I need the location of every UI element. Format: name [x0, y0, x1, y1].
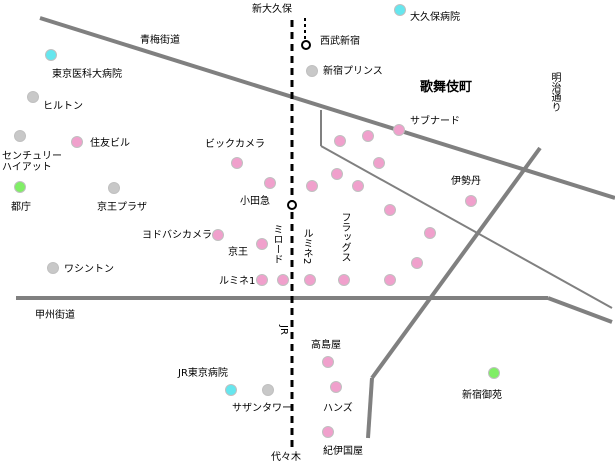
kabukicho-shop-2: [362, 130, 374, 142]
hilton-label: ヒルトン: [43, 101, 83, 112]
shop-marker-f: [384, 204, 396, 216]
jr-tokyo-hospital-label: JR東京病院: [178, 368, 228, 379]
century-hyatt-label-2: ハイアット: [2, 162, 52, 173]
meiji-dori-road-south: [366, 377, 374, 439]
lumine1-marker-b: [277, 274, 289, 286]
southern-tower-label: サザンタワー: [232, 403, 292, 414]
sumitomo-bldg-label: 住友ビル: [90, 138, 130, 149]
century-hyatt-marker: [14, 130, 26, 142]
shinjuku-prince-label: 新宿プリンス: [323, 66, 383, 77]
shop-marker-a: [264, 177, 276, 189]
hilton-marker: [27, 91, 39, 103]
okubo-hospital-label: 大久保病院: [410, 12, 460, 23]
yodobashi-marker: [212, 229, 224, 241]
flags-label: フラッグス: [339, 212, 350, 262]
kabukicho-diagonal-street: [320, 145, 613, 309]
okubo-hospital-marker: [394, 4, 406, 16]
takashimaya-label: 高島屋: [311, 340, 341, 351]
shop-marker-h: [411, 257, 423, 269]
washington-label: ワシントン: [64, 264, 114, 275]
kinokuniya-marker: [322, 426, 334, 438]
isetan-marker: [465, 195, 477, 207]
odakyu-station-marker: [287, 200, 297, 210]
shin-okubo-label: 新大久保: [252, 4, 292, 15]
ome-kaido-label: 青梅街道: [140, 35, 180, 46]
kinokuniya-label: 紀伊国屋: [323, 446, 363, 457]
lumine1-label: ルミネ1: [219, 276, 256, 287]
jr-label: JR: [278, 325, 289, 335]
bic-camera-label: ビックカメラ: [205, 139, 265, 150]
tocho-marker: [14, 181, 26, 193]
seibu-shinjuku-station-marker: [301, 40, 311, 50]
kabukicho-shop-3: [373, 157, 385, 169]
yodobashi-label: ヨドバシカメラ: [142, 230, 212, 241]
keio-label: 京王: [228, 247, 248, 258]
tokyo-medical-univ-marker: [45, 49, 57, 61]
shop-marker-g: [424, 227, 436, 239]
sumitomo-bldg-marker: [71, 136, 83, 148]
koshu-kaido-label: 甲州街道: [35, 310, 75, 321]
tocho-label: 都庁: [11, 202, 31, 213]
shop-marker-b: [384, 274, 396, 286]
lumine2-marker: [304, 274, 316, 286]
hands-label: ハンズ: [323, 403, 353, 414]
shop-marker-e: [352, 180, 364, 192]
jr-tokyo-hospital-marker: [225, 384, 237, 396]
hands-marker: [330, 381, 342, 393]
shinjuku-prince-marker: [306, 65, 318, 77]
washington-marker: [47, 262, 59, 274]
shop-marker-d: [331, 168, 343, 180]
keio-plaza-label: 京王プラザ: [97, 202, 147, 213]
odakyu-label: 小田急: [240, 196, 270, 207]
subnade-label: サブナード: [410, 116, 460, 127]
kabukicho-shop-1: [334, 135, 346, 147]
keio-marker: [256, 238, 268, 250]
lumine2-label: ルミネ2: [301, 228, 312, 265]
shinjuku-gyoen-label: 新宿御苑: [462, 390, 502, 401]
isetan-label: 伊勢丹: [451, 176, 481, 187]
ome-kaido-road: [39, 16, 615, 200]
meiji-dori-label: 明治通り: [549, 72, 560, 112]
lumine1-marker: [256, 274, 268, 286]
bic-camera-marker: [231, 157, 243, 169]
subnade-marker: [393, 124, 405, 136]
yoyogi-label: 代々木: [271, 452, 301, 463]
flags-marker: [338, 274, 350, 286]
takashimaya-marker: [322, 356, 334, 368]
seibu-shinjuku-label: 西武新宿: [320, 36, 360, 47]
keio-plaza-marker: [108, 182, 120, 194]
tokyo-medical-univ-label: 東京医科大病院: [52, 69, 122, 80]
southern-tower-marker: [262, 384, 274, 396]
kabukicho-label: 歌舞伎町: [420, 80, 473, 95]
koshu-kaido-road-east: [547, 296, 613, 324]
shop-marker-c: [306, 180, 318, 192]
meiji-dori-road: [370, 146, 542, 380]
mylord-label: ミロード: [271, 224, 282, 264]
shinjuku-gyoen-marker: [488, 367, 500, 379]
century-hyatt-label-1: センチュリー: [2, 151, 62, 162]
